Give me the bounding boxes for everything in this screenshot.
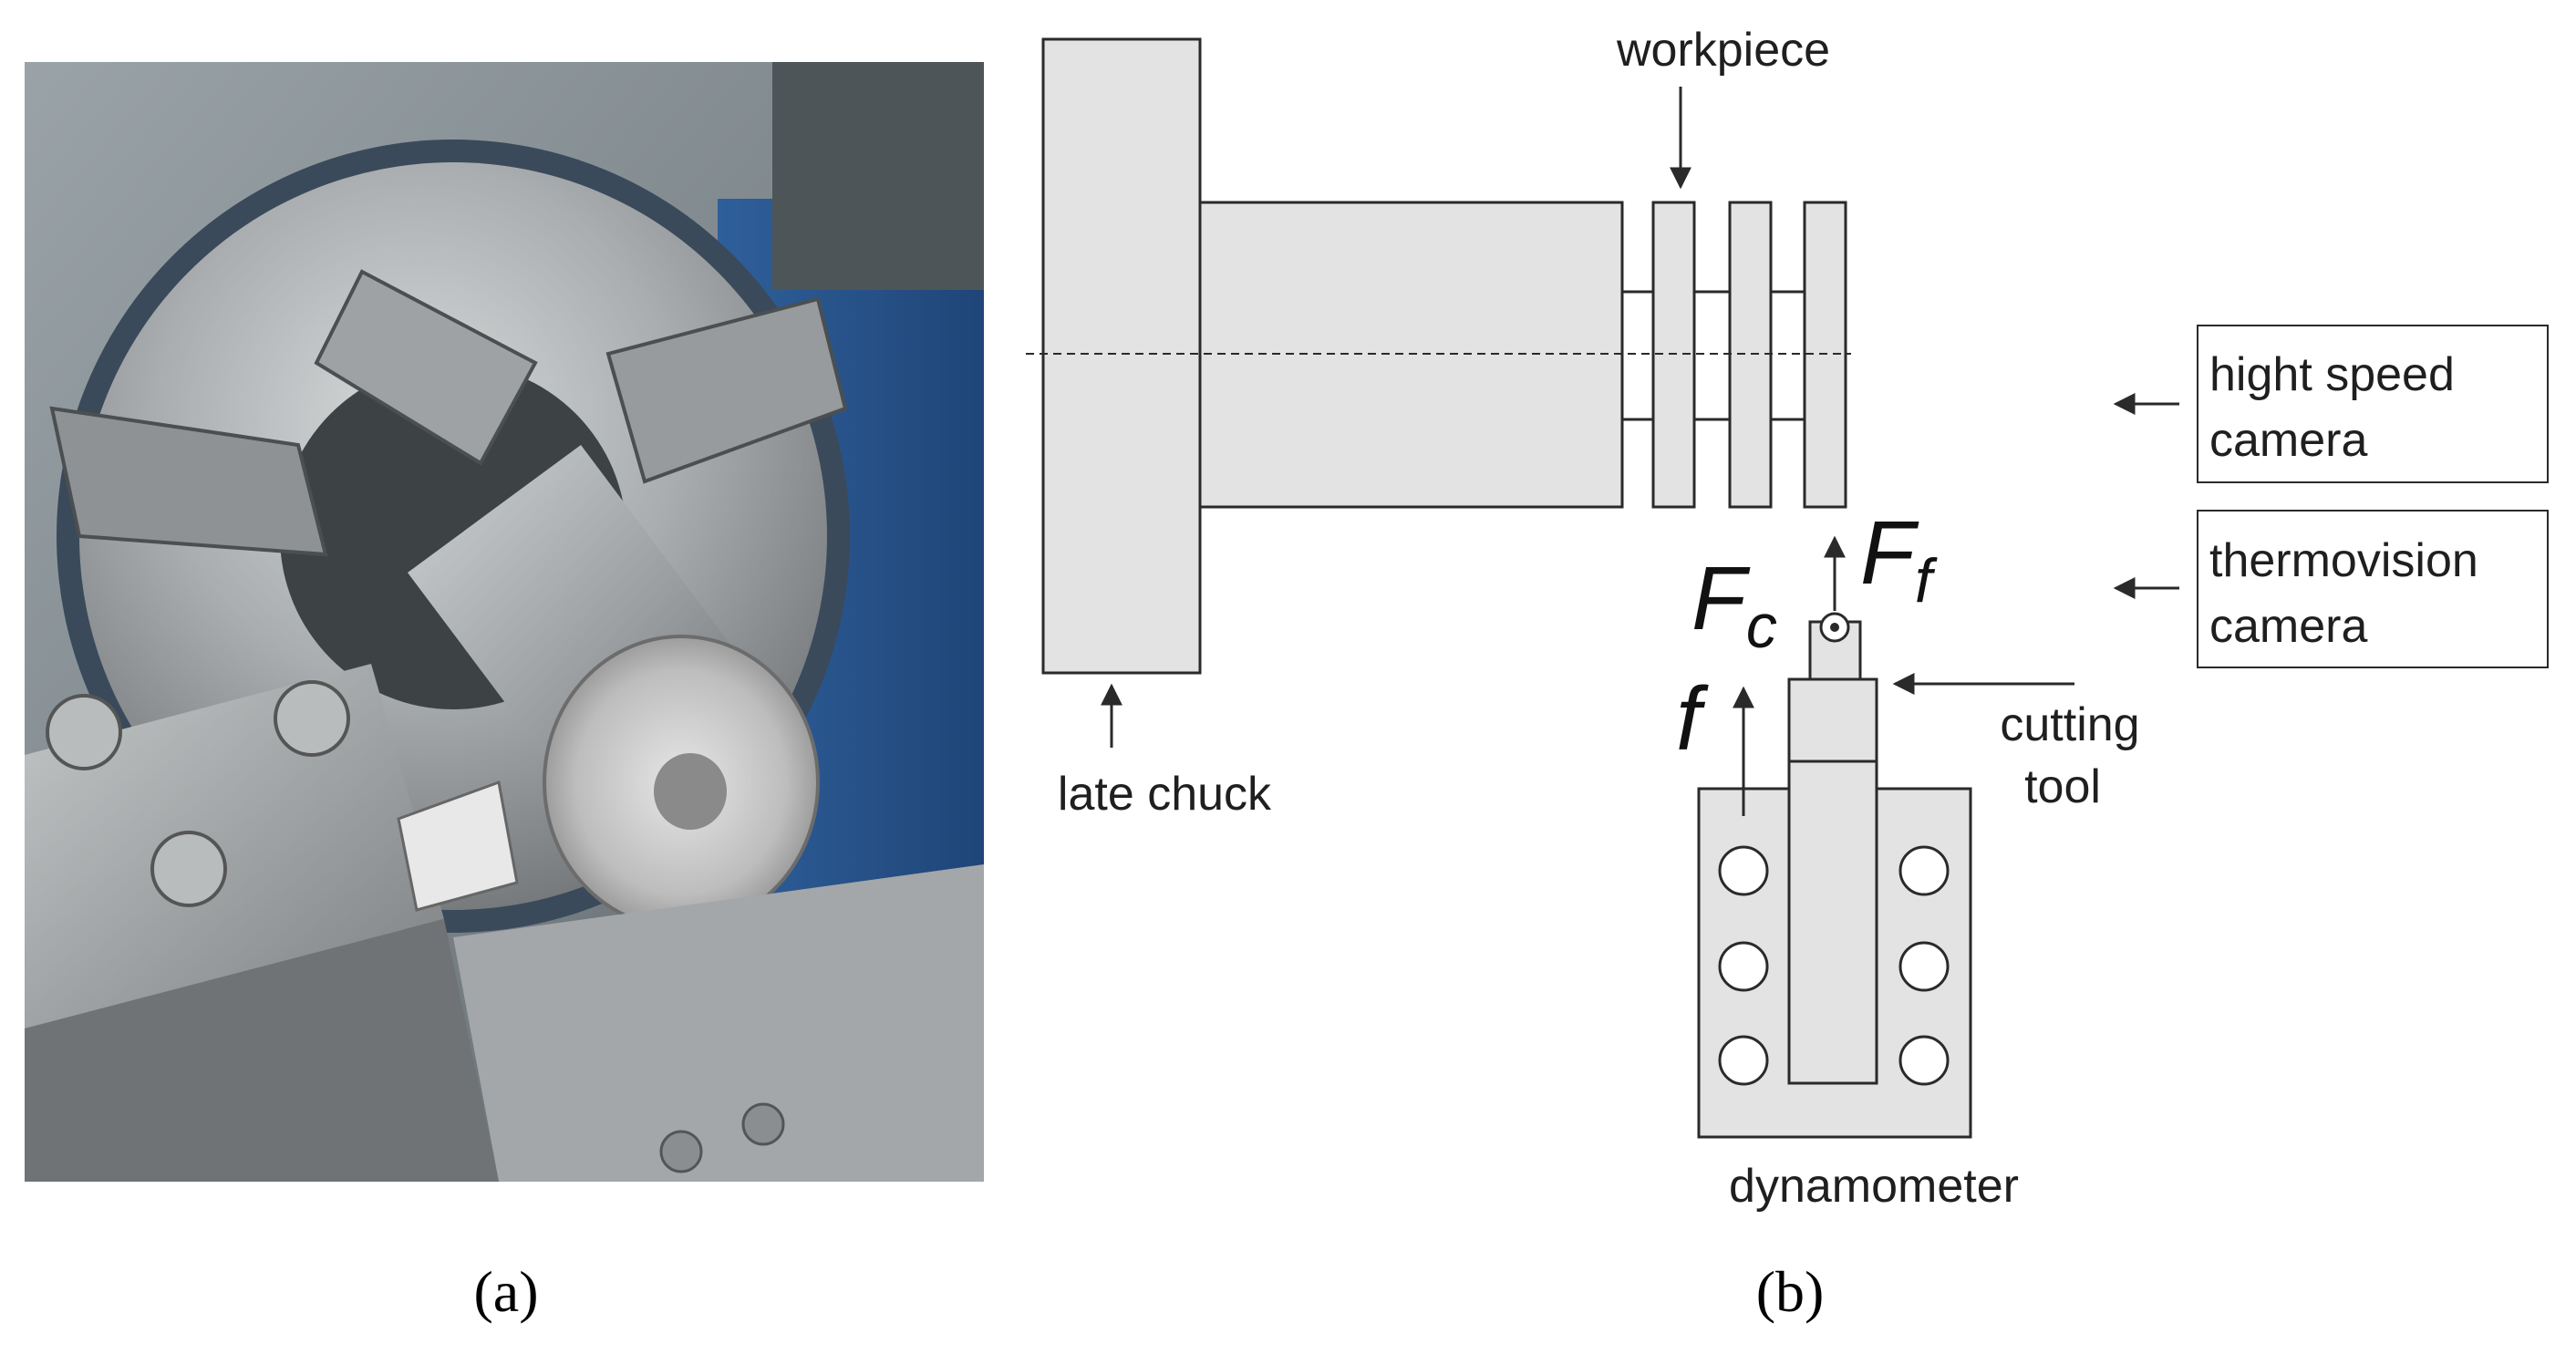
thermovision-camera-box bbox=[2197, 510, 2549, 668]
high-speed-camera-label-line1: hight speed bbox=[2209, 348, 2455, 401]
ff-main: F bbox=[1860, 502, 1919, 603]
dynamometer-bolt bbox=[1898, 1035, 1950, 1086]
late-chuck-label: late chuck bbox=[1058, 768, 1272, 821]
tool-holder bbox=[1787, 677, 1878, 763]
tool-shank bbox=[1787, 760, 1878, 1085]
high-speed-camera-box bbox=[2197, 325, 2549, 483]
dynamometer-label: dynamometer bbox=[1729, 1160, 2019, 1213]
cutting-tool-label-line1: cutting bbox=[2000, 698, 2139, 751]
dynamometer-bolt bbox=[1718, 845, 1769, 896]
ff-label: Ff bbox=[1860, 502, 1938, 615]
caption-a: (a) bbox=[473, 1259, 538, 1324]
workpiece-label: workpiece bbox=[1616, 24, 1830, 77]
fc-label: Fc bbox=[1691, 548, 1777, 661]
fc-sub: c bbox=[1746, 592, 1777, 661]
dynamometer-bolt bbox=[1898, 941, 1950, 992]
fc-main: F bbox=[1691, 548, 1751, 648]
force-out-of-plane-dot bbox=[1830, 623, 1839, 632]
dynamometer-bolt bbox=[1898, 845, 1950, 896]
thermovision-camera-label-line2: camera bbox=[2209, 600, 2367, 653]
lathe-chuck-photo bbox=[25, 62, 984, 1182]
ff-sub: f bbox=[1915, 546, 1938, 615]
chuck-block bbox=[1041, 37, 1202, 675]
cutting-tool-label-line2: tool bbox=[2024, 760, 2101, 813]
dynamometer-bolt bbox=[1718, 1035, 1769, 1086]
caption-b: (b) bbox=[1756, 1259, 1825, 1324]
dynamometer-bolt bbox=[1718, 941, 1769, 992]
high-speed-camera-label-line2: camera bbox=[2209, 414, 2367, 467]
thermovision-camera-label-line1: thermovision bbox=[2209, 534, 2478, 587]
feed-label: f bbox=[1676, 668, 1709, 769]
